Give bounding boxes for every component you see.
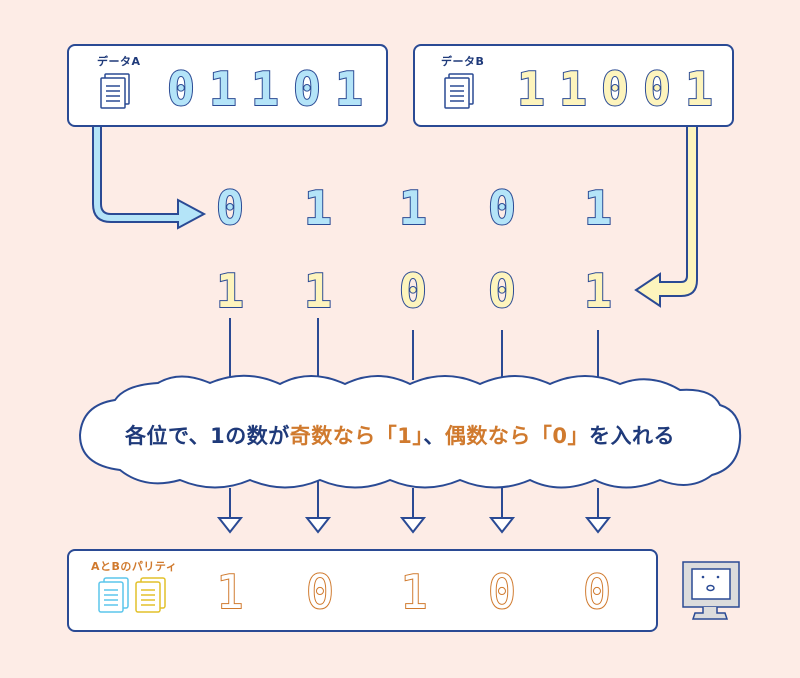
data-b-bit: 0 [600, 62, 630, 116]
parity-bit-5: 0 [582, 565, 612, 619]
rule-text: 各位で、1の数が奇数なら「1」、偶数なら「0」を入れる [0, 420, 800, 450]
rule-cloud [78, 374, 742, 489]
rule-part-1: 各位で、1の数が [124, 424, 290, 448]
computer-icon [682, 561, 740, 620]
data-a-box: データA 0 1 1 0 1 [67, 44, 388, 127]
parity-bit-4: 0 [487, 565, 517, 619]
down-triangle-1 [216, 517, 244, 534]
rule-part-3: 、 [423, 424, 445, 448]
data-b-bit: 1 [516, 62, 546, 116]
down-triangle-2 [304, 517, 332, 534]
row-a-bit-1: 0 [215, 181, 245, 235]
data-a-bit: 1 [334, 62, 364, 116]
data-b-label: データB [441, 55, 485, 68]
row-a-bit-5: 1 [583, 181, 613, 235]
row-a-bit-4: 0 [487, 181, 517, 235]
data-a-bit: 0 [292, 62, 322, 116]
parity-bit-1: 1 [215, 565, 245, 619]
parity-document-icons [98, 577, 166, 613]
parity-bit-3: 1 [399, 565, 429, 619]
blue-document-icon [98, 577, 129, 613]
row-a-bit-3: 1 [398, 181, 428, 235]
document-icon [444, 73, 474, 109]
rule-odd: 奇数なら「1」 [289, 424, 424, 448]
row-b-bit-4: 0 [487, 264, 517, 318]
rule-even: 偶数なら「0」 [444, 424, 590, 448]
data-b-box: データB 1 1 0 0 1 [413, 44, 734, 127]
down-triangle-3 [399, 517, 427, 534]
row-b-bit-2: 1 [303, 264, 333, 318]
data-a-label: データA [97, 55, 141, 68]
data-b-bit: 0 [642, 62, 672, 116]
rule-part-5: を入れる [589, 424, 676, 448]
down-triangle-5 [584, 517, 612, 534]
data-a-bit: 1 [250, 62, 280, 116]
data-a-bit: 1 [208, 62, 238, 116]
parity-bit-2: 0 [305, 565, 335, 619]
row-a-bit-2: 1 [303, 181, 333, 235]
data-b-bit: 1 [558, 62, 588, 116]
yellow-document-icon [135, 577, 166, 613]
row-b-bit-5: 1 [583, 264, 613, 318]
data-a-bit: 0 [166, 62, 196, 116]
row-b-bit-1: 1 [215, 264, 245, 318]
connector-lines-top [229, 318, 599, 390]
down-triangle-4 [488, 517, 516, 534]
document-icon [100, 73, 130, 109]
row-b-bit-3: 0 [398, 264, 428, 318]
parity-box: AとBのパリティ 1 0 1 0 0 [67, 549, 658, 632]
data-b-bit: 1 [684, 62, 714, 116]
arrow-a [92, 123, 207, 230]
connector-lines-bottom [216, 480, 612, 534]
arrow-b [634, 123, 698, 308]
parity-label: AとBのパリティ [91, 560, 178, 573]
